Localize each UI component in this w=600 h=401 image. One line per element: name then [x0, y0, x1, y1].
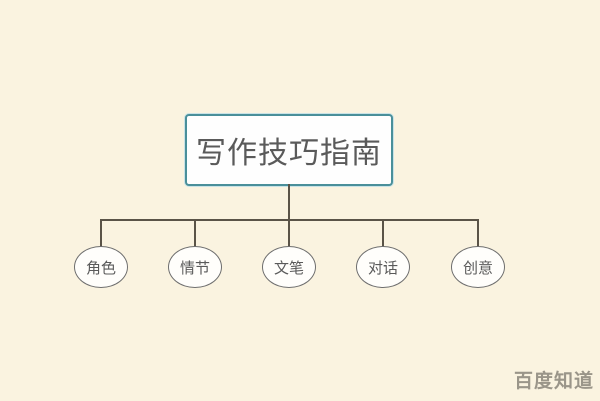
child-connector-4: [382, 219, 384, 247]
root-node: 写作技巧指南: [185, 114, 393, 186]
child-node-label: 创意: [462, 258, 493, 277]
child-connector-5: [477, 219, 479, 247]
child-node-label: 角色: [85, 258, 116, 277]
child-node-label: 对话: [367, 258, 398, 277]
child-connector-3: [288, 219, 290, 247]
child-node-dialogue: 对话: [356, 246, 410, 288]
child-node-prose: 文笔: [262, 246, 316, 288]
root-stem-connector: [288, 184, 290, 221]
child-node-creativity: 创意: [451, 246, 505, 288]
child-node-characters: 角色: [74, 246, 128, 288]
child-connector-1: [100, 219, 102, 247]
root-node-label: 写作技巧指南: [196, 136, 382, 171]
watermark: 百度知道: [513, 370, 594, 392]
child-node-label: 情节: [179, 258, 210, 277]
child-node-plot: 情节: [168, 246, 222, 288]
child-connector-2: [194, 219, 196, 247]
child-node-label: 文笔: [273, 258, 304, 277]
